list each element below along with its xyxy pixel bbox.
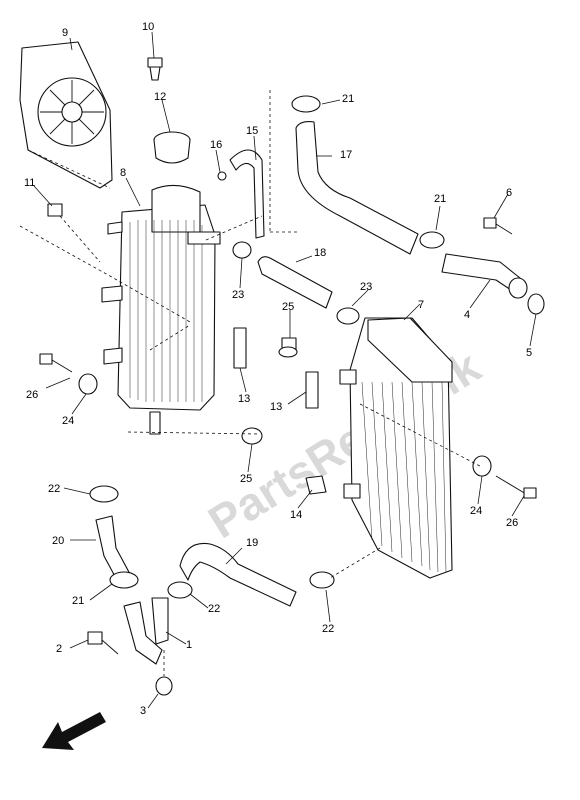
callout-9: 9 <box>62 27 68 39</box>
clamp-23-right[interactable] <box>336 307 360 325</box>
callout-16: 16 <box>210 139 222 151</box>
grommet-25-upper[interactable] <box>278 337 298 358</box>
fan-assembly[interactable] <box>19 41 113 189</box>
callout-22-right: 22 <box>322 623 334 635</box>
callout-21-mid: 21 <box>434 193 446 205</box>
o-ring-3[interactable] <box>155 676 173 696</box>
callout-26-right: 26 <box>506 517 518 529</box>
clamp-21-mid[interactable] <box>419 231 445 249</box>
callout-23-right: 23 <box>360 281 372 293</box>
clamp-22-right[interactable] <box>309 571 335 589</box>
callout-15: 15 <box>246 125 258 137</box>
joint-pipe-1[interactable] <box>123 597 169 665</box>
callout-26-left: 26 <box>26 389 38 401</box>
bolt-10[interactable] <box>147 57 163 81</box>
callout-2: 2 <box>56 643 62 655</box>
callout-4: 4 <box>464 309 470 321</box>
bolt-6[interactable] <box>483 217 513 235</box>
bolt-26-right[interactable] <box>495 475 537 499</box>
callout-17: 17 <box>340 149 352 161</box>
hose-18[interactable] <box>257 256 333 309</box>
callout-21-top: 21 <box>342 93 354 105</box>
grommet-25-lower[interactable] <box>241 427 263 445</box>
callout-12: 12 <box>154 91 166 103</box>
bolt-26-left[interactable] <box>39 353 73 373</box>
callout-8: 8 <box>120 167 126 179</box>
callout-19: 19 <box>246 537 258 549</box>
callout-23-left: 23 <box>232 289 244 301</box>
band-13-left[interactable] <box>233 327 247 369</box>
hose-15[interactable] <box>229 149 265 239</box>
callout-22-left: 22 <box>48 483 60 495</box>
clamp-23-left[interactable] <box>232 241 252 259</box>
callout-20: 20 <box>52 535 64 547</box>
bracket-14[interactable] <box>305 475 327 495</box>
callout-25-lower: 25 <box>240 473 252 485</box>
callout-22-center: 22 <box>208 603 220 615</box>
hose-19[interactable] <box>179 542 297 607</box>
callout-10: 10 <box>142 21 154 33</box>
callout-24-right: 24 <box>470 505 482 517</box>
water-pipe-4[interactable] <box>441 253 528 299</box>
clamp-22-center[interactable] <box>167 581 193 599</box>
callout-6: 6 <box>506 187 512 199</box>
callout-24-left: 24 <box>62 415 74 427</box>
callout-13-left: 13 <box>238 393 250 405</box>
callout-1: 1 <box>186 639 192 651</box>
callouts: 9 10 12 15 16 8 11 21 17 21 6 18 23 23 2… <box>24 21 532 717</box>
callout-7: 7 <box>418 299 424 311</box>
callout-13-right: 13 <box>270 401 282 413</box>
radiator-right[interactable] <box>339 317 453 579</box>
hose-17[interactable] <box>295 121 419 255</box>
radiator-left[interactable] <box>101 184 221 435</box>
clip-16[interactable] <box>217 171 227 181</box>
callout-25-upper: 25 <box>282 301 294 313</box>
callout-11: 11 <box>24 177 35 189</box>
collar-24-right[interactable] <box>472 455 492 477</box>
forward-arrow-icon <box>42 712 106 750</box>
band-13-right[interactable] <box>305 371 319 409</box>
callout-14: 14 <box>290 509 302 521</box>
callout-5: 5 <box>526 347 532 359</box>
callout-21-low: 21 <box>72 595 84 607</box>
clamp-21-top[interactable] <box>291 95 321 113</box>
clamp-22-left[interactable] <box>89 485 119 503</box>
o-ring-5[interactable] <box>527 293 545 315</box>
callout-18: 18 <box>314 247 326 259</box>
clamp-21-low[interactable] <box>109 571 139 589</box>
leader-lines <box>33 31 537 709</box>
collar-24-left[interactable] <box>78 373 98 395</box>
bolt-2[interactable] <box>87 631 119 655</box>
radiator-cap-12[interactable] <box>153 131 191 164</box>
callout-3: 3 <box>140 705 146 717</box>
clip-11[interactable] <box>47 203 63 217</box>
